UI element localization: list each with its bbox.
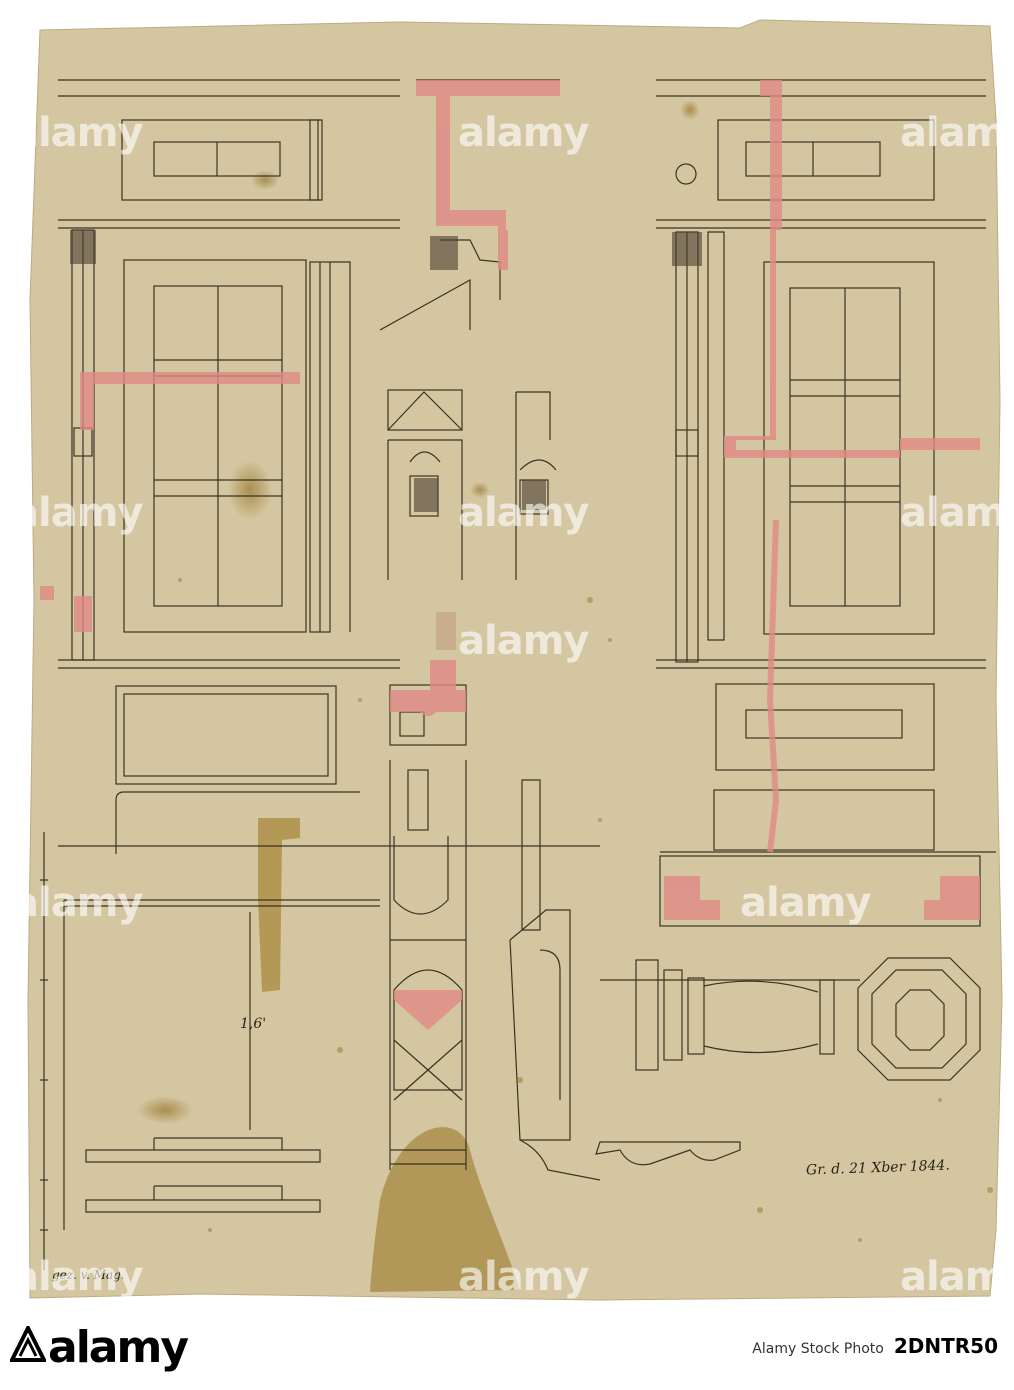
paper-speckles [178,578,993,1242]
ornamental-capitals [70,230,702,512]
stock-footer: alamy Alamy Stock Photo 2DNTR50 [0,1304,1014,1390]
ink-linework [40,79,996,1270]
water-stains [137,100,700,1292]
footer-logo-text: alamy [48,1322,189,1373]
alamy-logo-icon [10,1326,46,1362]
image-id-value: 2DNTR50 [893,1334,998,1358]
signature-annotation: gez. v. Mag. [52,1268,125,1282]
image-id-prefix: Alamy Stock Photo [752,1341,884,1357]
dimension-annotation: 1,6' [240,1016,267,1032]
image-id: Alamy Stock Photo 2DNTR50 [752,1334,998,1358]
red-wash-sections [40,80,980,1030]
